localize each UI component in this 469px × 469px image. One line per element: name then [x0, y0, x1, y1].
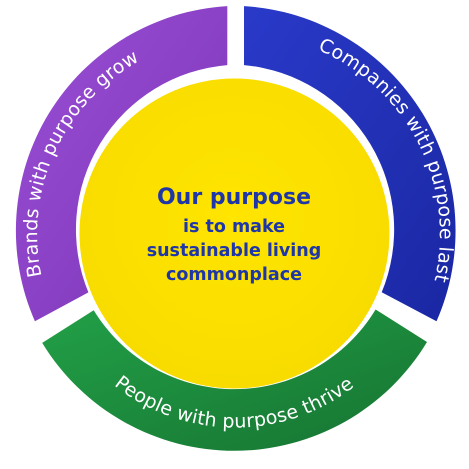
segment-people: [42, 309, 427, 451]
segment-brands: [15, 6, 228, 322]
center-circle: [79, 78, 390, 389]
segment-companies: [244, 6, 456, 322]
